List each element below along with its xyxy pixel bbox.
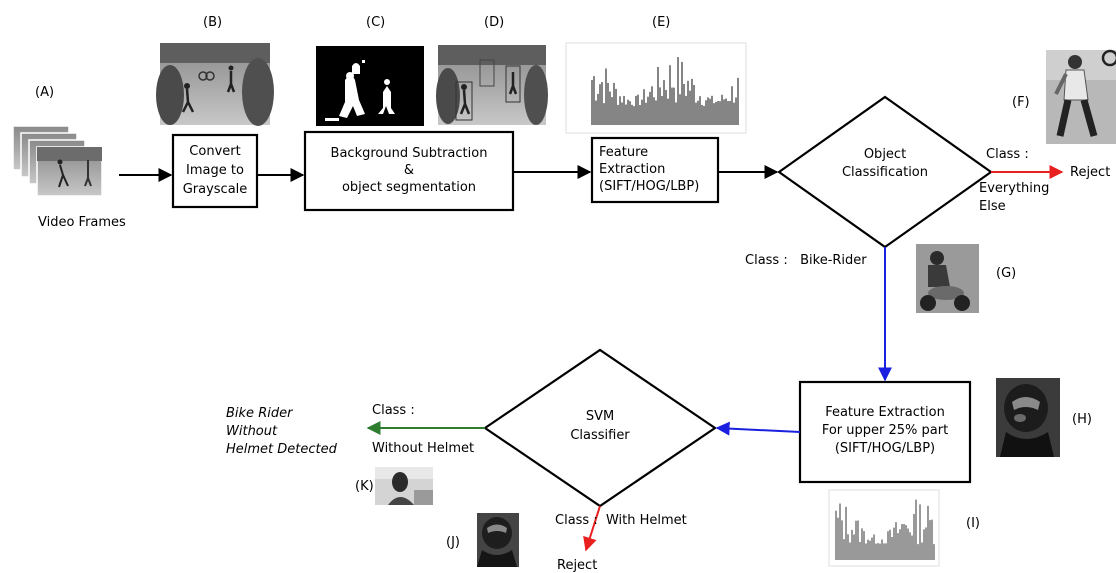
background-subtraction-box: Background Subtraction & object segmenta… bbox=[303, 130, 515, 212]
result-line-3: Helmet Detected bbox=[226, 442, 338, 457]
flow-arrows bbox=[119, 165, 1064, 552]
grayscale-line-1: Convert bbox=[189, 144, 240, 159]
feature-extraction-upper-box: Feature Extraction For upper 25% part (S… bbox=[798, 380, 972, 484]
fe1-line-3: (SIFT/HOG/LBP) bbox=[599, 179, 699, 194]
video-frames-image bbox=[12, 125, 103, 197]
fe1-line-1: Feature bbox=[599, 145, 648, 160]
segmentation-mask-image bbox=[316, 46, 424, 126]
grayscale-line-2: Image to bbox=[186, 163, 244, 178]
label-d: (D) bbox=[484, 15, 504, 30]
result-line-2: Without bbox=[226, 424, 278, 439]
object-class-label: Class : bbox=[986, 147, 1029, 162]
grayscale-line-3: Grayscale bbox=[183, 182, 248, 197]
bike-rider-image-g bbox=[916, 244, 979, 313]
everything-line-1: Everything bbox=[979, 181, 1049, 196]
detection-frame-image bbox=[436, 45, 548, 125]
grayscale-box: Convert Image to Grayscale bbox=[171, 133, 259, 209]
label-f: (F) bbox=[1012, 95, 1030, 110]
feature-histogram-i bbox=[828, 489, 940, 567]
object-reject-label: Reject bbox=[1070, 165, 1110, 180]
object-line-1: Object bbox=[864, 147, 906, 162]
video-frames-caption: Video Frames bbox=[38, 215, 126, 230]
svm-line-2: Classifier bbox=[570, 428, 630, 443]
without-helmet-label: Without Helmet bbox=[372, 441, 474, 456]
no-helmet-image-k bbox=[375, 467, 433, 505]
fe1-line-2: Extraction bbox=[599, 162, 665, 177]
label-g: (G) bbox=[996, 266, 1016, 281]
arrow-feature2-to-svm bbox=[715, 421, 801, 436]
label-j: (J) bbox=[446, 535, 460, 550]
feature-histogram-e bbox=[565, 42, 747, 134]
grayscale-frame-image bbox=[156, 43, 274, 126]
feature-extraction-box: Feature Extraction (SIFT/HOG/LBP) bbox=[590, 136, 720, 204]
helmet-head-image-h bbox=[996, 378, 1060, 457]
svm-class-label: Class : bbox=[372, 403, 415, 418]
svm-reject-label: Reject bbox=[557, 558, 597, 573]
label-b: (B) bbox=[203, 15, 222, 30]
label-c: (C) bbox=[366, 15, 385, 30]
fe2-line-3: (SIFT/HOG/LBP) bbox=[835, 441, 935, 456]
label-k: (K) bbox=[355, 479, 374, 494]
label-h: (H) bbox=[1072, 412, 1092, 427]
bg-line-1: Background Subtraction bbox=[331, 146, 488, 161]
label-a: (A) bbox=[35, 85, 54, 100]
bg-line-3: object segmentation bbox=[342, 180, 476, 195]
everything-line-2: Else bbox=[979, 199, 1006, 214]
label-e: (E) bbox=[652, 15, 670, 30]
svm-line-1: SVM bbox=[586, 409, 614, 424]
fe2-line-1: Feature Extraction bbox=[825, 405, 945, 420]
bike-rider-class-label: Class : Bike-Rider bbox=[745, 253, 867, 268]
arrow-svm-reject bbox=[583, 505, 601, 552]
helmet-image-j bbox=[477, 513, 519, 567]
object-line-2: Classification bbox=[842, 165, 928, 180]
result-line-1: Bike Rider bbox=[226, 406, 294, 421]
bg-line-2: & bbox=[404, 163, 414, 178]
object-classification-diamond: Object Classification bbox=[777, 95, 993, 249]
svm-classifier-diamond: SVM Classifier bbox=[483, 348, 717, 508]
fe2-line-2: For upper 25% part bbox=[822, 423, 948, 438]
person-image-f bbox=[1046, 49, 1116, 144]
label-i: (I) bbox=[966, 516, 980, 531]
with-helmet-label: Class : With Helmet bbox=[555, 513, 687, 528]
